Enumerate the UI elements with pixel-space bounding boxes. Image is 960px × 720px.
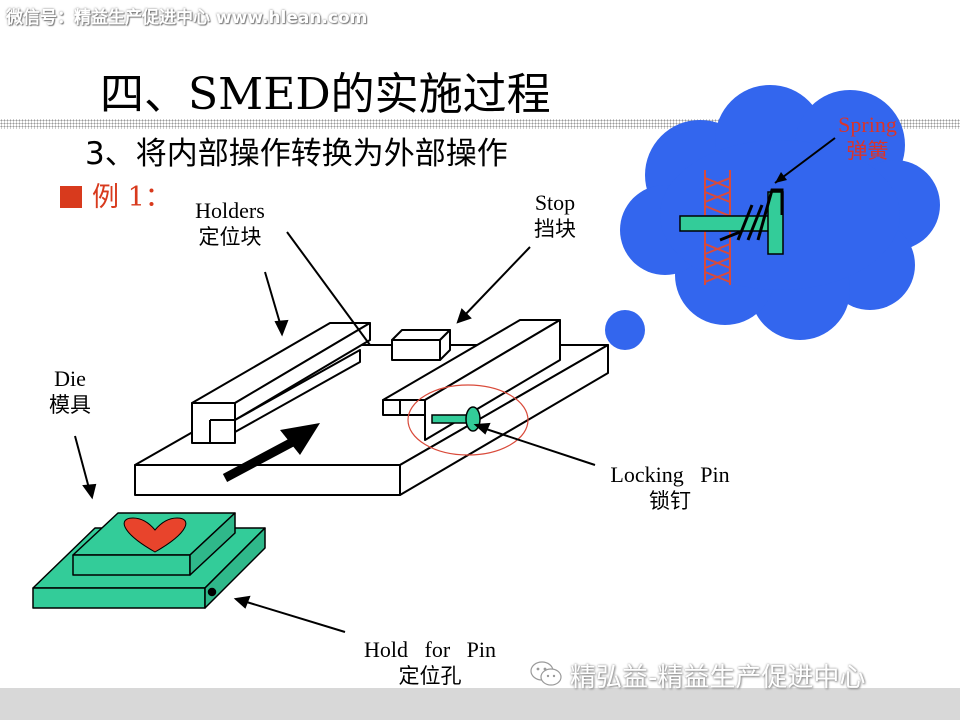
die-label-zh: 模具 xyxy=(49,393,91,417)
label-pointers xyxy=(74,231,596,633)
hold-for-pin-label: Hold for Pin 定位孔 xyxy=(340,637,520,689)
die-label-en: Die xyxy=(54,366,86,391)
die-pin-hole xyxy=(207,587,217,597)
slide-subtitle: 3、将内部操作转换为外部操作 xyxy=(85,136,508,172)
stop-label-zh: 挡块 xyxy=(534,217,576,241)
stop-block xyxy=(391,329,451,361)
spring-pointer xyxy=(774,137,836,184)
arrow-icon xyxy=(222,423,320,482)
spring-label: Spring 弹簧 xyxy=(820,112,915,164)
example-heading: 例 1： xyxy=(60,175,172,214)
spring-label-zh: 弹簧 xyxy=(846,139,889,163)
spring-detail xyxy=(679,170,784,285)
spring-label-en: Spring xyxy=(838,112,897,137)
watermark-bottom: 精弘益-精益生产促进中心 xyxy=(570,663,866,693)
hold-for-pin-label-zh: 定位孔 xyxy=(398,664,462,688)
hold-for-pin-label-en: Hold for Pin xyxy=(364,637,496,662)
locking-pin-label-zh: 锁钉 xyxy=(649,489,691,513)
locking-pin-label-en: Locking Pin xyxy=(610,462,730,487)
footer-bar xyxy=(0,688,960,720)
wechat-icon xyxy=(530,661,562,686)
die-label: Die 模具 xyxy=(30,366,110,418)
dotted-divider xyxy=(0,119,960,129)
right-holder xyxy=(382,319,561,441)
locking-pin-label: Locking Pin 锁钉 xyxy=(585,462,755,514)
slide-title: 四、SMED的实施过程 xyxy=(100,69,551,120)
holders-label-en: Holders xyxy=(195,198,265,223)
watermark-top: 微信号：精益生产促进中心 www.hlean.com xyxy=(6,8,368,28)
stop-label-en: Stop xyxy=(534,190,576,215)
left-holder xyxy=(191,322,371,444)
stop-label: Stop 挡块 xyxy=(515,190,595,242)
heart-icon xyxy=(123,517,187,553)
holders-label-zh: 定位块 xyxy=(198,225,262,249)
example-label: 例 1： xyxy=(92,182,172,213)
bullet-square-icon xyxy=(60,186,82,208)
thought-bubble-large xyxy=(605,310,645,350)
holders-label: Holders 定位块 xyxy=(180,198,280,250)
